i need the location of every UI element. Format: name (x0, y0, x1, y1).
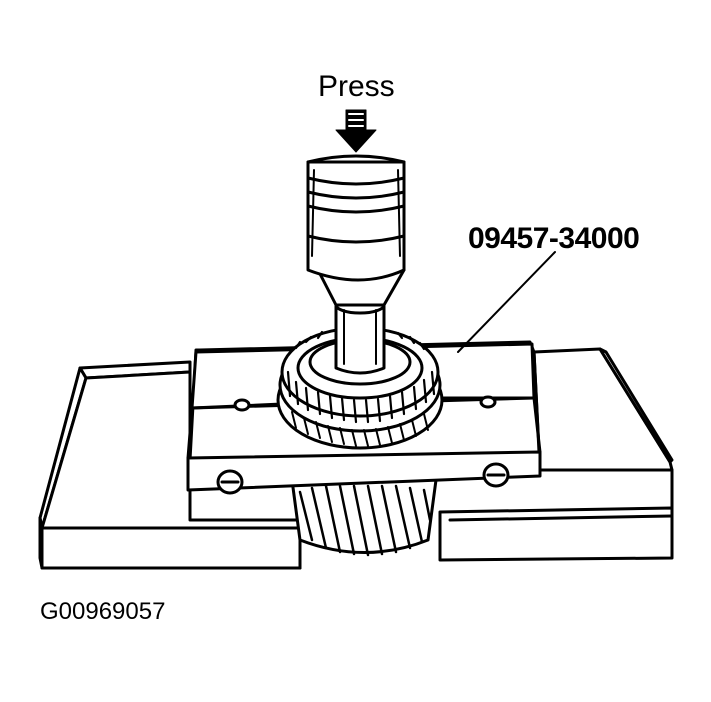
plate-bolts (216, 395, 510, 495)
press-arrow (335, 109, 377, 153)
part-number-label: 09457-34000 (468, 222, 640, 255)
press-label: Press (318, 70, 395, 103)
press-ram (306, 154, 406, 375)
helical-gear (290, 478, 438, 557)
right-support-rail (438, 347, 674, 562)
figure-id-label: G00969057 (40, 598, 166, 625)
left-support-rail (38, 360, 302, 570)
part-number-leader (457, 251, 556, 353)
